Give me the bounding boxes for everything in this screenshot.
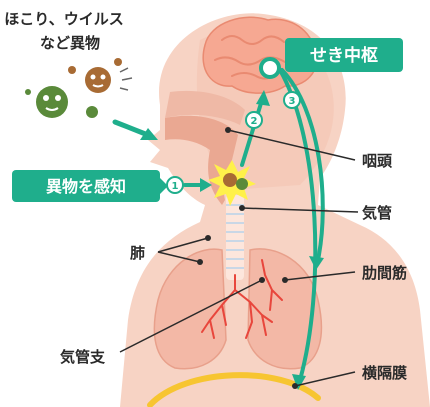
detection-tag: 異物を感知 <box>12 170 168 202</box>
trachea-leader <box>241 207 359 213</box>
intercostal-leader <box>284 271 356 281</box>
title-line-1: ほこり、ウイルス <box>4 10 123 28</box>
arrowhead-2 <box>256 90 270 106</box>
diaphragm <box>147 372 321 407</box>
arrowhead-3b <box>292 374 306 390</box>
svg-text:異物を感知: 異物を感知 <box>46 177 126 196</box>
pharynx-leader <box>227 129 356 161</box>
label-lungs: 肺 <box>130 244 145 262</box>
step3-arrow <box>280 68 325 262</box>
dust-icon <box>86 106 98 118</box>
lungs-leader-a <box>157 237 209 253</box>
svg-text:2: 2 <box>251 116 258 127</box>
svg-text:3: 3 <box>289 96 296 107</box>
arrowhead-1 <box>200 178 212 192</box>
label-bronchi: 気管支 <box>60 348 106 366</box>
leader-lines <box>119 129 359 387</box>
label-intercostal: 肋間筋 <box>362 264 407 282</box>
cough-center-node <box>259 57 281 79</box>
arrowhead-3a <box>309 256 324 270</box>
detection-spark-icon <box>208 160 256 206</box>
title-line-2: など異物 <box>40 34 100 52</box>
lungs <box>153 248 323 370</box>
lungs-leader-b <box>157 251 201 263</box>
cough-center-tag: せき中枢 <box>285 38 403 72</box>
step-badge-1: 1 <box>166 176 184 194</box>
step2-arrow <box>240 98 264 167</box>
svg-text:せき中枢: せき中枢 <box>310 45 378 66</box>
diaphragm-leader <box>294 371 356 387</box>
step-badge-3: 3 <box>283 91 301 109</box>
leader-dots <box>197 127 298 389</box>
label-pharynx: 咽頭 <box>362 152 393 170</box>
bronchial-tree <box>201 259 283 339</box>
inhale-arrowhead <box>140 128 158 140</box>
label-trachea: 気管 <box>362 204 392 222</box>
germ-icon <box>36 86 68 118</box>
step-badge-2: 2 <box>245 111 263 129</box>
inhale-arrow <box>112 119 151 138</box>
label-diaphragm: 横隔膜 <box>362 364 407 382</box>
germ-icon <box>85 67 111 93</box>
dust-icon <box>25 89 31 95</box>
svg-text:1: 1 <box>172 181 179 192</box>
germs-cluster <box>25 58 133 118</box>
bronchi-leader <box>119 279 263 353</box>
dust-icon <box>68 66 76 74</box>
dust-icon <box>114 58 122 66</box>
